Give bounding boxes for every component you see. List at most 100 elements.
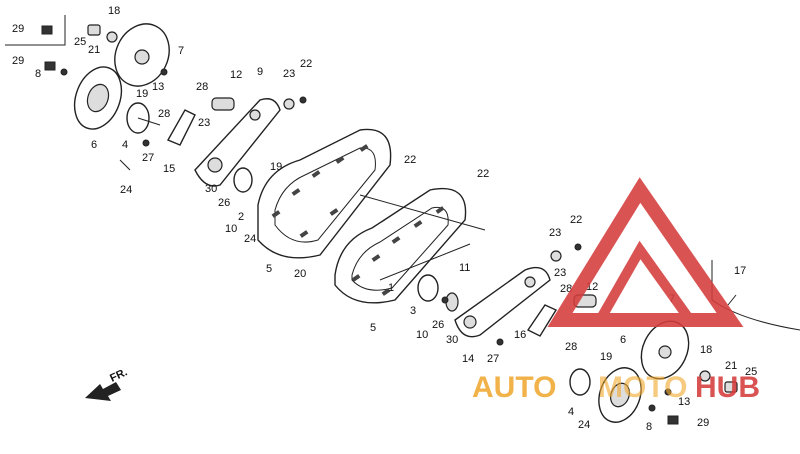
part-21-nut-right <box>724 381 738 393</box>
part-27-bolt-right <box>496 338 504 346</box>
part-18-washer-right <box>699 370 711 382</box>
label-29-a: 29 <box>12 23 24 35</box>
part-8-nut <box>60 68 68 76</box>
part-4-flange-right <box>569 368 591 396</box>
label-28-a: 28 <box>158 108 170 120</box>
label-18-a: 18 <box>108 5 120 17</box>
label-5-b: 5 <box>370 322 376 334</box>
label-28-b: 28 <box>196 81 208 93</box>
part-23-washer <box>283 98 295 110</box>
part-9-lower-hole <box>207 157 223 173</box>
label-14: 14 <box>462 353 474 365</box>
part-21-nut <box>87 24 101 36</box>
label-16: 16 <box>514 329 526 341</box>
label-7-a: 7 <box>178 45 184 57</box>
label-4-b: 4 <box>568 406 574 418</box>
label-27-b: 27 <box>487 353 499 365</box>
label-2: 2 <box>238 211 244 223</box>
part-12-bolt <box>211 97 235 111</box>
part-4-shaft <box>137 117 161 126</box>
lower-right-wheel-assembly <box>569 260 800 425</box>
part-5-track-left-inner <box>274 147 376 243</box>
part-bracket-line <box>5 15 66 46</box>
part-7-hub <box>134 49 150 65</box>
label-23-c: 23 <box>549 227 561 239</box>
part-5-track-left-outer <box>257 128 392 259</box>
right-track <box>334 188 486 304</box>
label-24-a: 24 <box>120 184 132 196</box>
label-15: 15 <box>163 163 175 175</box>
watermark-text-hub: HUB <box>695 371 760 404</box>
part-26-seal <box>441 296 449 304</box>
label-24-c: 24 <box>578 419 590 431</box>
part-22-nut <box>299 96 307 104</box>
watermark-triangle-icon <box>547 177 744 327</box>
label-19-c: 19 <box>600 351 612 363</box>
watermark-text-moto: MOTO <box>598 371 687 404</box>
label-3: 3 <box>410 305 416 317</box>
part-14-lower-hole <box>463 315 477 329</box>
label-17: 17 <box>734 265 746 277</box>
label-24-b: 24 <box>244 233 256 245</box>
part-24-pin <box>119 159 131 171</box>
label-27-a: 27 <box>142 152 154 164</box>
label-23-d: 23 <box>554 267 566 279</box>
part-23-washer-right <box>550 250 562 262</box>
label-22-c: 22 <box>477 168 489 180</box>
part-5-track-right-inner <box>351 206 449 291</box>
label-28-d: 28 <box>565 341 577 353</box>
label-6-a: 6 <box>91 139 97 151</box>
label-19-a: 19 <box>136 88 148 100</box>
part-9-upper-hole <box>249 109 261 121</box>
label-9: 9 <box>257 66 263 78</box>
part-15-bracket <box>167 109 196 146</box>
label-22-b: 22 <box>404 154 416 166</box>
label-26-a: 26 <box>218 197 230 209</box>
part-22-nut-right <box>574 243 582 251</box>
chain-case-left <box>167 96 307 193</box>
part-8-nut-right <box>648 404 656 412</box>
watermark-text-auto: AUTO <box>472 371 556 404</box>
watermark-logo: AUTO MOTO HUB <box>472 177 760 404</box>
label-25-a: 25 <box>74 36 86 48</box>
chain-case-right <box>417 243 597 346</box>
label-21-b: 21 <box>725 360 737 372</box>
label-29-c: 29 <box>697 417 709 429</box>
label-11: 11 <box>459 262 470 274</box>
part-17-bolt <box>727 294 737 306</box>
part-18-washer <box>106 31 118 43</box>
part-27-bolt <box>142 139 150 147</box>
part-13-nut <box>160 68 168 76</box>
label-6-b: 6 <box>620 334 626 346</box>
left-track <box>257 128 392 259</box>
label-10-a: 10 <box>225 223 237 235</box>
label-12-a: 12 <box>230 69 242 81</box>
label-8-a: 8 <box>35 68 41 80</box>
front-label: FR. <box>108 366 129 384</box>
label-5-a: 5 <box>266 263 272 275</box>
label-1: 1 <box>388 282 394 294</box>
part-11-axle-b <box>379 243 471 281</box>
part-16-bracket <box>526 304 558 337</box>
label-23-b: 23 <box>283 68 295 80</box>
label-21-a: 21 <box>88 44 100 56</box>
part-29-bolt-head <box>41 25 53 35</box>
part-7-hub-right <box>658 345 672 359</box>
part-labels: 29 29 8 25 21 18 7 13 19 28 6 4 27 15 24… <box>12 5 757 433</box>
label-19-b: 19 <box>270 161 282 173</box>
label-18-b: 18 <box>700 344 712 356</box>
front-arrow-icon <box>85 382 121 401</box>
label-4-a: 4 <box>122 139 128 151</box>
upper-left-wheel-assembly <box>5 15 170 171</box>
front-direction-indicator: FR. <box>85 366 129 401</box>
part-1-collar <box>233 167 253 193</box>
label-22-d: 22 <box>570 214 582 226</box>
part-29-bolt-head-b <box>44 61 56 71</box>
label-26-b: 26 <box>432 319 444 331</box>
part-5-track-right-outer <box>334 188 467 304</box>
label-30-a: 30 <box>205 183 217 195</box>
part-3-hub <box>417 274 439 302</box>
part-29-bolt-right <box>667 415 679 425</box>
